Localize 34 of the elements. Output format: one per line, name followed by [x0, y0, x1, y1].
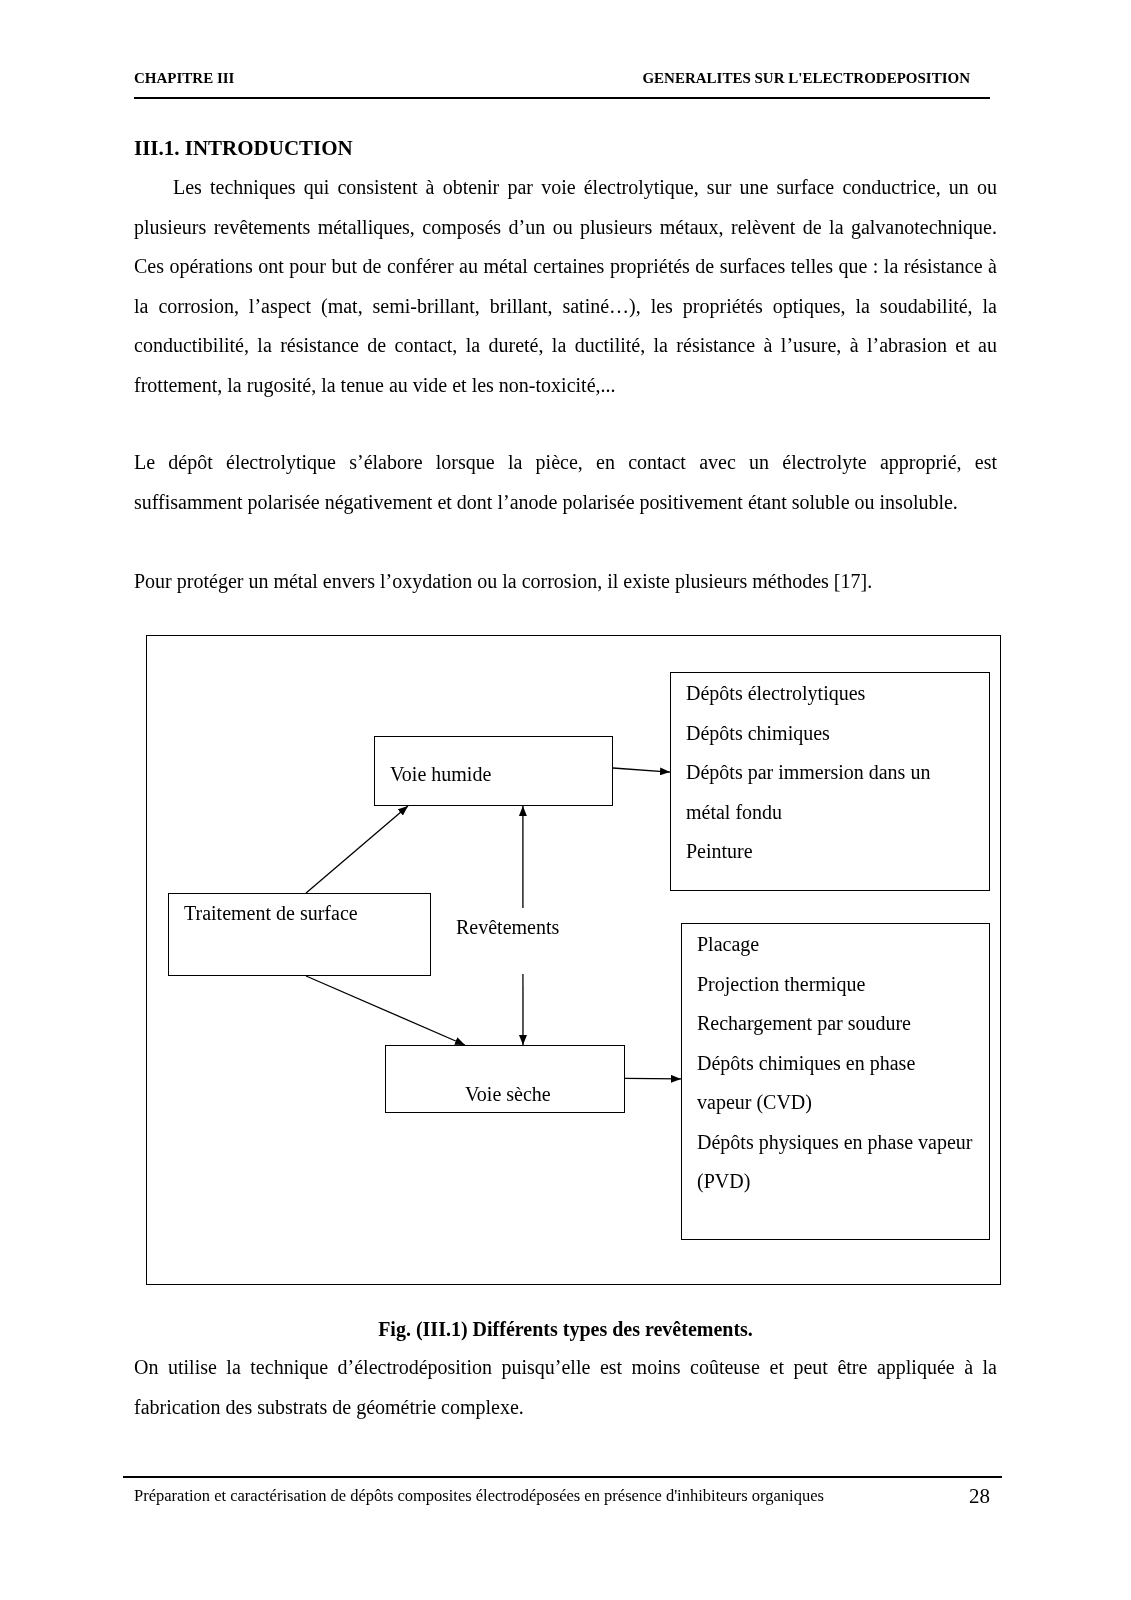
- list-item: Dépôts chimiques: [686, 720, 831, 747]
- paragraph: On utilise la technique d’électrodéposition puisqu’elle est moins coûteuse et peut être appliquée à la fabrication des substrats de géométrie complexe.: [134, 1355, 997, 1421]
- node-text: Revêtements: [456, 915, 561, 939]
- list-item: Projection thermique: [697, 971, 867, 998]
- process-box: [168, 893, 431, 976]
- footer-text: Préparation et caractérisation de dépôts composites électrodéposées en présence d'inhibiteurs organiques: [134, 1486, 824, 1506]
- arrow: [305, 805, 409, 894]
- list-item: Rechargement par soudure: [697, 1011, 912, 1037]
- arrow: [518, 805, 527, 909]
- paragraph: Le dépôt électrolytique s’élabore lorsque la pièce, en contact avec un électrolyte approprié, est suffisamment polarisée négativement et dont l’anode polarisée positivement étant soluble ou insoluble.: [134, 450, 997, 516]
- paragraph: Pour protéger un métal envers l’oxydation ou la corrosion, il existe plusieurs méthodes [17].: [134, 569, 874, 595]
- page-number: 28: [969, 1484, 990, 1508]
- process-box: [385, 1045, 625, 1113]
- list-item: Peinture: [686, 839, 754, 864]
- list-item: Dépôts électrolytiques: [686, 681, 867, 707]
- arrow: [519, 973, 527, 1046]
- list-item: Dépôts par immersion dans un métal fondu: [686, 760, 932, 825]
- arrow: [612, 767, 671, 776]
- header-text: GENERALITES SUR L'ELECTRODEPOSITION: [642, 69, 970, 87]
- box-label: Traitement de surface: [184, 901, 359, 925]
- list-item: Dépôts chimiques en phase vapeur (CVD): [697, 1050, 917, 1116]
- paragraph: Les techniques qui consistent à obtenir par voie électrolytique, sur une surface conductrice, un ou plusieurs revêtements métalliques, composés d’un ou plusieurs métaux, relèvent de la galvanotechnique. Ces opérations ont pour but de conférer au métal certaines propriétés de surfaces telles que : la résistance à la corrosion, l’aspect (mat, semi-brillant, brillant, satiné…), les propriétés optiques, la soudabilité, la conductibilité, la résistance de contact, la dureté, la ductilité, la résistance à l’usure, à l’abrasion et au frottement, la rugosité, la tenue au vide et les non-toxicité,...: [134, 175, 997, 399]
- arrow: [305, 975, 466, 1046]
- header-text: CHAPITRE III: [134, 69, 235, 87]
- section-heading: III.1. INTRODUCTION: [134, 136, 353, 160]
- box-label: Voie sèche: [465, 1082, 552, 1106]
- list-box: [681, 923, 990, 1240]
- list-item: Dépôts physiques en phase vapeur (PVD): [697, 1129, 974, 1195]
- process-box: [374, 736, 613, 806]
- box-label: Voie humide: [390, 762, 493, 786]
- list-item: Placage: [697, 932, 761, 958]
- list-box: [670, 672, 990, 891]
- figure-caption: Fig. (III.1) Différents types des revêtements.: [377, 1317, 754, 1341]
- arrow: [624, 1074, 682, 1083]
